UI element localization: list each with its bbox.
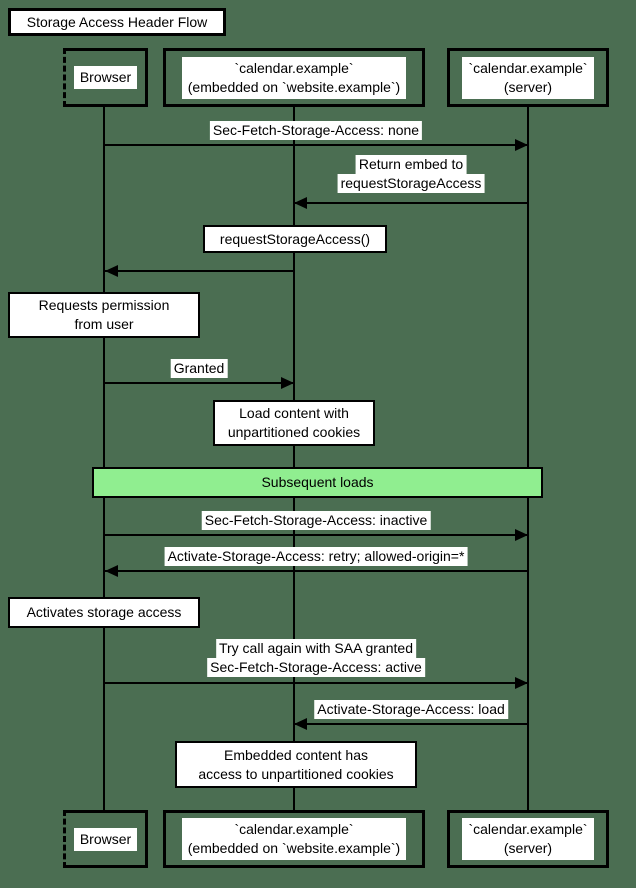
message-label-4: Sec-Fetch-Storage-Access: inactive: [201, 511, 431, 530]
participant-label: Browser: [73, 66, 138, 89]
message-label-5: Activate-Storage-Access: retry; allowed-…: [164, 547, 468, 566]
participant-embed-bottom: `calendar.example` (embedded on `website…: [163, 810, 425, 868]
note-requests-permission: Requests permission from user: [8, 292, 200, 338]
note-activates-storage-access: Activates storage access: [8, 597, 200, 628]
message-label-7: Activate-Storage-Access: load: [314, 700, 508, 719]
note-line: Requests permission: [38, 297, 170, 313]
participant-browser-top: Browser: [63, 48, 148, 107]
message-label-3: Granted: [170, 359, 228, 378]
participant-label-line: Browser: [79, 69, 132, 85]
participant-server-bottom: `calendar.example` (server): [447, 810, 609, 868]
message-label-1: Return embed to requestStorageAccess: [337, 155, 485, 193]
message-label-line: Sec-Fetch-Storage-Access: none: [209, 121, 423, 140]
message-arrowhead-5: [105, 565, 118, 577]
highlight-label: Subsequent loads: [261, 474, 374, 490]
participant-label: `calendar.example` (embedded on `website…: [181, 56, 407, 99]
participant-label-line: `calendar.example`: [468, 821, 588, 837]
highlight-subsequent-loads: Subsequent loads: [92, 467, 543, 498]
participant-label-line: `calendar.example`: [234, 821, 354, 837]
participant-embed-top: `calendar.example` (embedded on `website…: [163, 48, 425, 107]
participant-label-line: (embedded on `website.example`): [187, 78, 401, 95]
message-arrowhead-6: [515, 677, 528, 689]
note-line: unpartitioned cookies: [227, 424, 361, 440]
diagram-title: Storage Access Header Flow: [8, 8, 226, 36]
participant-server-top: `calendar.example` (server): [447, 48, 609, 107]
participant-label: `calendar.example` (embedded on `website…: [181, 818, 407, 860]
message-label-line: Activate-Storage-Access: retry; allowed-…: [164, 547, 468, 566]
message-label-line: Granted: [170, 359, 228, 378]
note-load-content: Load content with unpartitioned cookies: [213, 400, 375, 446]
participant-browser-bottom: Browser: [63, 810, 148, 868]
participant-label-line: `calendar.example`: [468, 59, 588, 76]
message-arrowhead-2: [105, 265, 118, 277]
participant-label-line: Browser: [79, 830, 132, 847]
message-line-5: [105, 570, 528, 572]
message-line-0: [105, 144, 528, 146]
participant-label: `calendar.example` (server): [462, 818, 594, 860]
message-arrowhead-7: [294, 718, 307, 730]
note-line: access to unpartitioned cookies: [198, 765, 394, 782]
note-line: Activates storage access: [26, 604, 182, 620]
lifeline-embed: [293, 107, 295, 812]
message-arrowhead-1: [294, 197, 307, 209]
participant-label: Browser: [73, 827, 138, 851]
note-embedded-content-access: Embedded content has access to unpartiti…: [175, 741, 417, 788]
message-label-0: Sec-Fetch-Storage-Access: none: [209, 121, 423, 140]
message-label-line: Return embed to: [355, 155, 467, 174]
message-arrowhead-3: [281, 377, 294, 389]
message-label-line: Sec-Fetch-Storage-Access: inactive: [201, 511, 431, 530]
participant-label-line: (server): [503, 840, 553, 856]
message-label-line: requestStorageAccess: [337, 174, 485, 193]
participant-label: `calendar.example` (server): [462, 56, 594, 99]
message-line-1: [294, 202, 528, 204]
note-line: from user: [74, 316, 134, 332]
participant-label-line: (server): [503, 78, 553, 95]
note-line: Load content with: [239, 405, 349, 421]
participant-label-line: (embedded on `website.example`): [187, 840, 401, 856]
message-line-3: [105, 382, 294, 384]
lifeline-browser: [103, 107, 105, 812]
note-line: Embedded content has: [224, 746, 368, 763]
participant-label-line: `calendar.example`: [234, 59, 354, 76]
message-line-6: [105, 682, 528, 684]
message-line-2: [105, 270, 294, 272]
message-arrowhead-4: [515, 529, 528, 541]
message-label-6: Try call again with SAA granted Sec-Fetc…: [207, 639, 425, 677]
message-line-4: [105, 534, 528, 536]
message-line-7: [294, 723, 528, 725]
message-arrowhead-0: [515, 139, 528, 151]
message-label-line: Sec-Fetch-Storage-Access: active: [207, 658, 425, 677]
message-label-line: Activate-Storage-Access: load: [314, 700, 508, 719]
message-label-line: Try call again with SAA granted: [215, 639, 417, 658]
note-line: requestStorageAccess(): [219, 230, 371, 247]
note-request-storage-access: requestStorageAccess(): [203, 225, 387, 253]
lifeline-server: [527, 107, 529, 812]
